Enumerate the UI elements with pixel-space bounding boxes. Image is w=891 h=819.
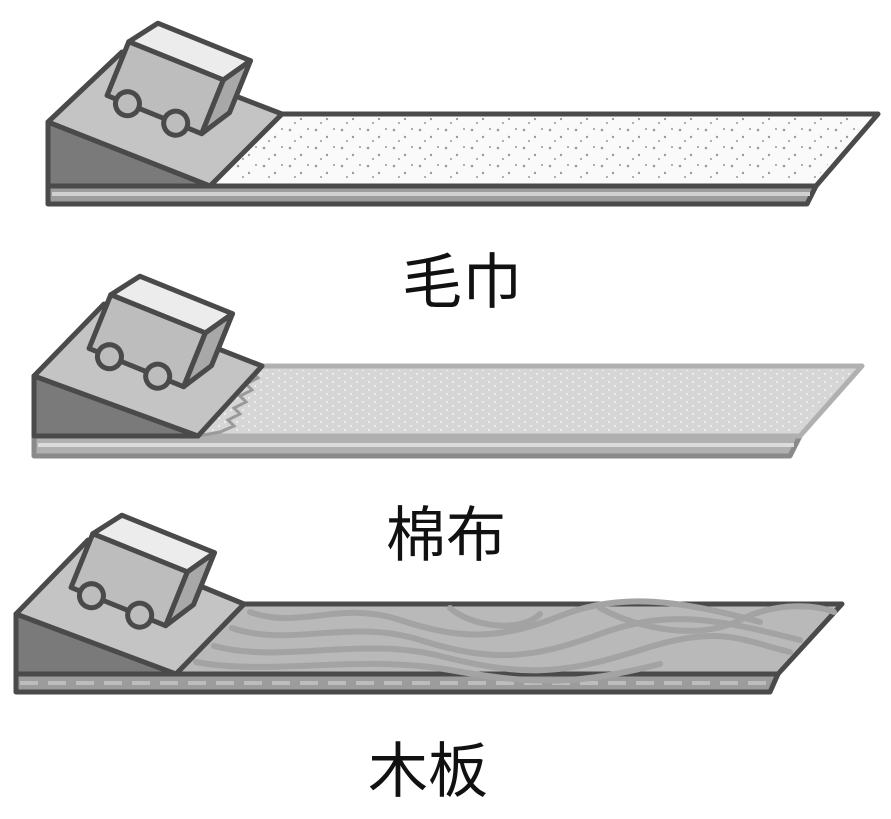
cotton-frayed-edge — [197, 364, 263, 438]
panel-cotton: 棉布 — [31, 273, 865, 571]
wheel — [76, 581, 106, 611]
panel-towel: 毛巾 — [45, 20, 881, 318]
cart — [68, 512, 218, 630]
wheel — [143, 361, 173, 391]
label-wood: 木板 — [368, 737, 488, 807]
cart — [86, 273, 236, 391]
wheel — [94, 342, 124, 372]
wheel — [161, 108, 191, 138]
panel-wood: 木板 — [13, 512, 845, 807]
label-cotton: 棉布 — [386, 501, 506, 571]
wood-grain — [193, 598, 837, 684]
label-towel: 毛巾 — [402, 248, 522, 318]
cart — [104, 20, 254, 138]
wheel — [112, 89, 142, 119]
wheel — [125, 600, 155, 630]
